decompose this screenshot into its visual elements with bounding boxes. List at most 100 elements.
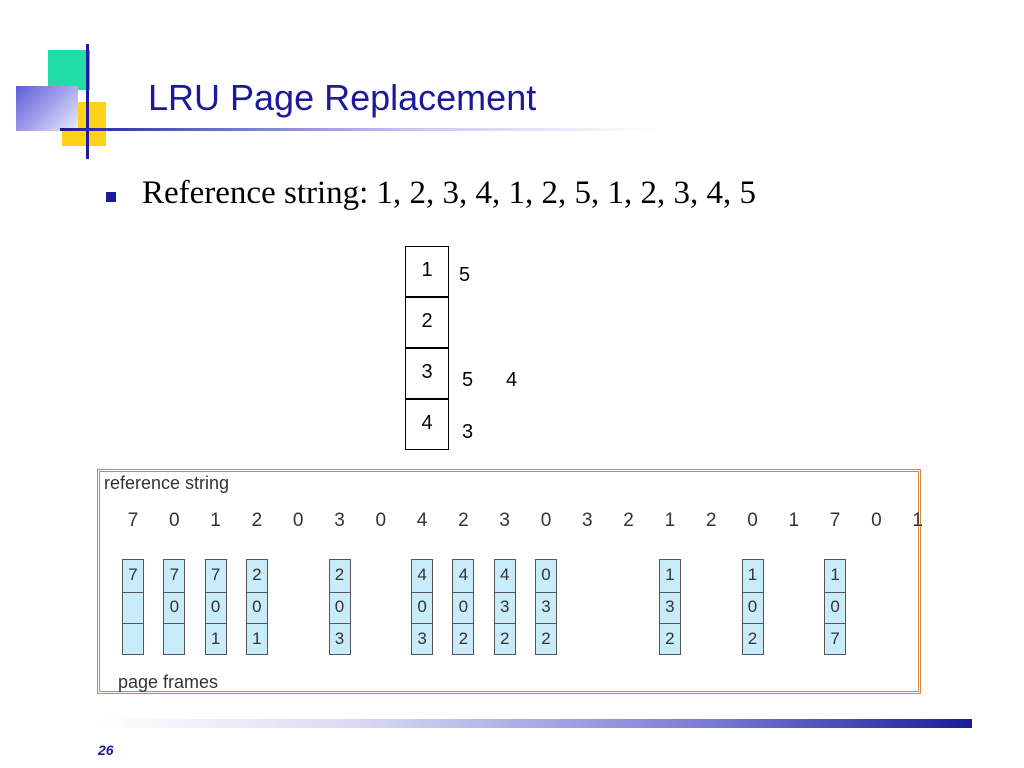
- frame-column-divider: [164, 591, 185, 593]
- frame-column-cell: 3: [417, 629, 427, 648]
- frame-column-cell: 1: [210, 629, 221, 648]
- decorative-blue-square: [16, 86, 78, 131]
- bullet-square-icon: [106, 192, 116, 202]
- reference-number: 2: [705, 510, 717, 531]
- frame-column-divider: [742, 591, 763, 593]
- frame-cell: 4: [405, 399, 449, 450]
- frame-annotation: 5: [459, 264, 471, 286]
- frame-annotation: 3: [462, 421, 474, 443]
- frame-column-cell: 0: [541, 565, 551, 584]
- frame-column-divider: [659, 623, 680, 624]
- frame-column-divider: [825, 623, 846, 624]
- frame-column-cell: 2: [747, 629, 758, 648]
- reference-number: 3: [582, 510, 593, 531]
- frame-column-divider: [536, 623, 556, 624]
- reference-string-label: reference string: [104, 473, 230, 493]
- reference-number: 4: [416, 510, 428, 531]
- frame-column: 2 0 1: [245, 559, 268, 655]
- frame-column-divider: [453, 623, 474, 624]
- frame-column-divider: [825, 591, 846, 593]
- frame-column-cell: 1: [830, 565, 840, 584]
- frame-column-cell: [164, 624, 184, 656]
- frame-column-cell: 7: [128, 565, 138, 584]
- page-frames-label: page frames: [118, 672, 219, 692]
- frame-column: 1 3 2: [658, 559, 681, 655]
- frame-cell: 3: [405, 348, 449, 399]
- title-underline: [60, 128, 660, 131]
- reference-number: 0: [169, 510, 180, 531]
- frame-column-divider: [329, 591, 350, 593]
- frame-column-cell: 7: [169, 565, 180, 584]
- frame-column-cell: 0: [830, 597, 840, 616]
- frame-column-divider: [494, 623, 515, 624]
- frame-column-cell: 4: [458, 565, 469, 584]
- reference-number: 1: [788, 510, 800, 531]
- frame-column-cell: 7: [210, 565, 221, 584]
- frame-column-cell: 0: [417, 597, 427, 616]
- frame-column-cell: 3: [499, 597, 510, 616]
- reference-number: 2: [623, 510, 634, 531]
- frame-column-divider: [164, 623, 185, 624]
- frame-column-divider: [453, 591, 474, 593]
- frame-column-cell: 1: [252, 629, 262, 648]
- frame-column-divider: [412, 623, 433, 624]
- frame-column-divider: [412, 591, 433, 593]
- reference-number: 7: [127, 510, 139, 531]
- frame-column: 1 0 2: [741, 559, 764, 655]
- frame-column: 0 3 2: [535, 559, 557, 655]
- frame-column-cell: 3: [334, 629, 345, 648]
- frame-column: 4 0 3: [411, 559, 434, 655]
- frame-column-cell: 2: [665, 629, 675, 648]
- reference-number: 3: [334, 510, 345, 531]
- frame-column-divider: [329, 623, 350, 624]
- frame-column-cell: 0: [169, 597, 180, 616]
- frame-column-divider: [494, 591, 515, 593]
- frame-column-cell: 0: [334, 597, 345, 616]
- frame-column-cell: 0: [747, 597, 758, 616]
- reference-number: 3: [499, 510, 510, 531]
- frame-column-cell: 2: [541, 629, 551, 648]
- reference-number: 0: [292, 510, 304, 531]
- frame-column-divider: [205, 623, 226, 624]
- frame-column: 7 0 1: [204, 559, 227, 655]
- frame-column-cell: 2: [458, 629, 469, 648]
- frame-column-cell: 2: [334, 565, 345, 584]
- frame-column-divider: [123, 623, 143, 624]
- frame-column-cell: [123, 624, 143, 656]
- reference-number: 1: [664, 510, 676, 531]
- decorative-vertical-line: [86, 44, 89, 159]
- frame-column: 2 0 3: [328, 559, 351, 655]
- slide-title: LRU Page Replacement: [148, 77, 537, 118]
- frame-column-divider: [246, 623, 267, 624]
- frame-column-divider: [205, 591, 226, 593]
- reference-number: 0: [871, 510, 882, 531]
- frame-column-cell: 0: [252, 597, 262, 616]
- reference-number: 0: [540, 510, 552, 531]
- frame-column-cell: 0: [210, 597, 221, 616]
- frame-column-cell: 1: [747, 565, 758, 584]
- page-number: 26: [98, 742, 114, 758]
- frame-column-cell: 3: [541, 597, 551, 616]
- reference-number: 1: [210, 510, 221, 531]
- frame-column-cell: 4: [417, 565, 427, 584]
- frame-column-cell: [123, 592, 143, 624]
- reference-number: 0: [747, 510, 758, 531]
- footer-bar: [96, 719, 972, 728]
- frame-column-cell: 2: [252, 565, 262, 584]
- frame-column-divider: [123, 591, 143, 593]
- frame-column-cell: 7: [830, 629, 840, 648]
- frame-column-divider: [246, 591, 267, 593]
- frame-column-divider: [659, 591, 680, 593]
- frame-column-cell: 3: [665, 597, 675, 616]
- reference-string-bullet: Reference string: 1, 2, 3, 4, 1, 2, 5, 1…: [142, 175, 757, 211]
- reference-number: 1: [912, 510, 923, 531]
- frame-column-cell: 2: [499, 629, 510, 648]
- frame-cell: 1: [405, 246, 449, 297]
- frame-column-cell: 1: [665, 565, 675, 584]
- frame-column-divider: [742, 623, 763, 624]
- frame-annotation: 5: [462, 369, 474, 391]
- frame-column-divider: [536, 591, 556, 593]
